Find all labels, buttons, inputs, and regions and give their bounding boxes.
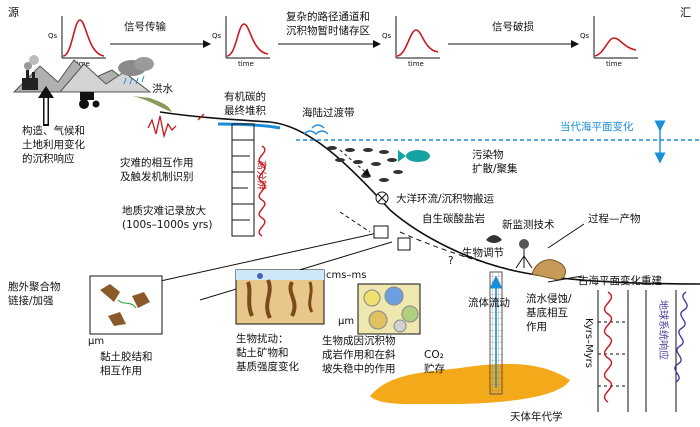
bio-line2: 黏土矿物和 (236, 346, 289, 359)
bioseds-line1: 生物成因沉积物 (322, 334, 396, 347)
eps-line2: 链接/加强 (8, 294, 54, 307)
record-curve (258, 145, 266, 237)
bio-line1: 生物扰动： (236, 332, 289, 345)
fish-icon (398, 150, 430, 162)
amplify-line2: (100s–1000s yrs) (122, 219, 213, 231)
cms-ms-label: cms–ms (326, 270, 366, 281)
disaster-line2: 及触发机制识别 (120, 170, 194, 183)
process-product-label: 过程—产物 (588, 212, 641, 225)
eps-line1: 胞外聚合物 (8, 280, 61, 293)
mountains (12, 59, 152, 93)
x-axis-label: time (238, 60, 254, 68)
co2-storage-body (370, 363, 570, 405)
sink-label: 汇 (680, 6, 691, 19)
storage-label-line2: 沉积物暂时储存区 (286, 24, 370, 37)
paleo-sealevel-label: 古海平面变化重建 (578, 274, 662, 287)
seafloor-profile (159, 111, 700, 285)
mini-plot-2: Qs time (212, 16, 270, 68)
carbonate-label: 自生碳酸盐岩 (422, 212, 485, 225)
y-axis-label: Qs (382, 32, 392, 40)
ocean-circulation-label: 大洋环流/沉积物搬运 (396, 192, 495, 205)
signal-damage-label: 信号破损 (492, 20, 534, 33)
x-axis-label: time (606, 60, 622, 68)
monitoring-station-icon (515, 239, 533, 269)
response-line3: 的沉积响应 (22, 152, 75, 165)
response-line2: 土地利用变化 (22, 138, 85, 151)
signal-transfer-label: 信号传输 (124, 20, 166, 33)
wave-icon (303, 130, 329, 135)
bioseds-line2: 成岩作用和在斜 (322, 348, 396, 361)
y-axis-label: Qs (48, 32, 58, 40)
final-store-line1: 有机碳的 (224, 90, 266, 103)
question-mark: ? (448, 255, 454, 267)
high-resolution-label: 高分辨 (255, 160, 268, 190)
um-label-1: μm (88, 336, 104, 347)
rain-cloud-icon (118, 57, 154, 85)
sea-level-now-label: 当代海平面变化 (560, 120, 634, 133)
storage-label-line1: 复杂的路径通道和 (286, 10, 370, 23)
paleo-record-panel (597, 290, 688, 412)
bioreg-label: 生物调节 (462, 246, 504, 259)
pollutant-line1: 污染物 (472, 148, 504, 161)
bioseds-line3: 坡失稳中的作用 (322, 362, 396, 375)
carbonate-mound (486, 235, 502, 243)
fluid-flow-label: 流体流动 (468, 296, 510, 309)
y-axis-label: Qs (212, 32, 222, 40)
micro-panel-eps (89, 275, 163, 335)
co2-line2: 贮存 (424, 362, 445, 375)
transition-zone-label: 海陆过渡带 (302, 106, 355, 119)
um-label-2: μm (338, 316, 354, 327)
up-arrow-icon (38, 86, 54, 98)
sediment-particles (327, 146, 403, 182)
erosion-line3: 作用 (526, 321, 547, 333)
delta-deposit (531, 259, 566, 281)
clay-line2: 相互作用 (100, 364, 142, 377)
erosion-line2: 基底相互 (526, 306, 568, 319)
astro-label: 天体年代学 (510, 410, 563, 423)
final-store-line2: 最终堆积 (224, 104, 266, 117)
clay-line1: 黏土胶结和 (100, 350, 153, 363)
mini-plot-3: Qs time (382, 16, 440, 68)
y-axis-label: Qs (580, 32, 590, 40)
seismic-signal (147, 115, 177, 139)
x-axis-label: time (74, 60, 90, 68)
bioturbation-panel (235, 269, 325, 325)
mini-plot-4: Qs time (580, 16, 638, 68)
pollutant-line2: 扩散/聚集 (472, 162, 518, 175)
factory-icon (22, 55, 39, 90)
flood-plume (132, 96, 172, 112)
earth-response-label: 地球系统响应 (657, 300, 670, 360)
bio-line3: 基质强度变化 (236, 360, 299, 373)
new-tech-label: 新监测技术 (502, 218, 555, 231)
mini-plot-1: Qs time (48, 16, 106, 68)
erosion-line1: 流水侵蚀/ (526, 292, 572, 305)
response-line1: 构造、气候和 (22, 124, 85, 137)
biogenic-sediment-panel (357, 283, 421, 335)
kyrs-label: Kyrs–Myrs (583, 318, 594, 368)
amplify-line1: 地质灾难记录放大 (122, 204, 206, 217)
flood-label: 洪水 (152, 83, 173, 95)
sediment-core (231, 123, 255, 237)
tractor-icon (79, 92, 100, 109)
fluid-flow-text: 流体流动 (468, 296, 510, 309)
source-label: 源 (8, 5, 19, 19)
co2-line1: CO₂ (424, 349, 444, 361)
disaster-line1: 灾难的相互作用 (120, 156, 194, 169)
x-axis-label: time (408, 60, 424, 68)
